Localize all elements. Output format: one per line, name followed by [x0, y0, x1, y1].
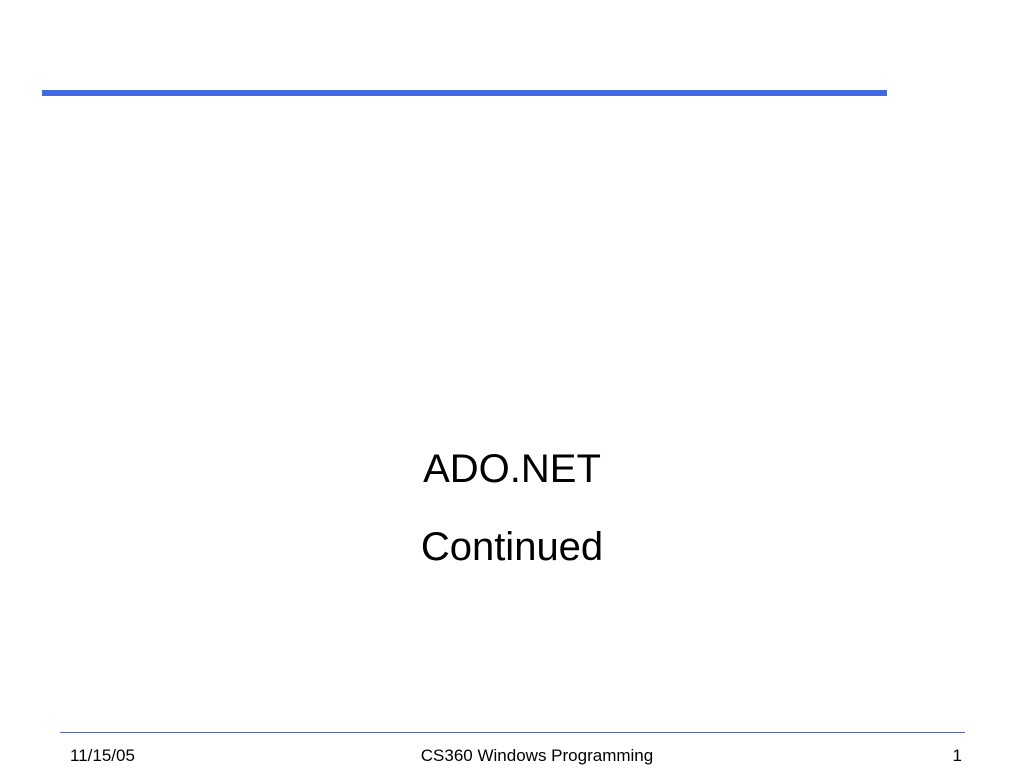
footer-page-number: 1 — [952, 746, 962, 765]
top-accent-rule — [42, 90, 887, 96]
footer-course-title: CS360 Windows Programming — [420, 746, 654, 765]
title-block: ADO.NET Continued — [0, 440, 1024, 576]
slide-title: ADO.NET — [423, 447, 601, 491]
footer-date: 11/15/05 — [70, 746, 135, 765]
footer-rule — [60, 732, 965, 733]
slide-subtitle: Continued — [420, 525, 604, 569]
